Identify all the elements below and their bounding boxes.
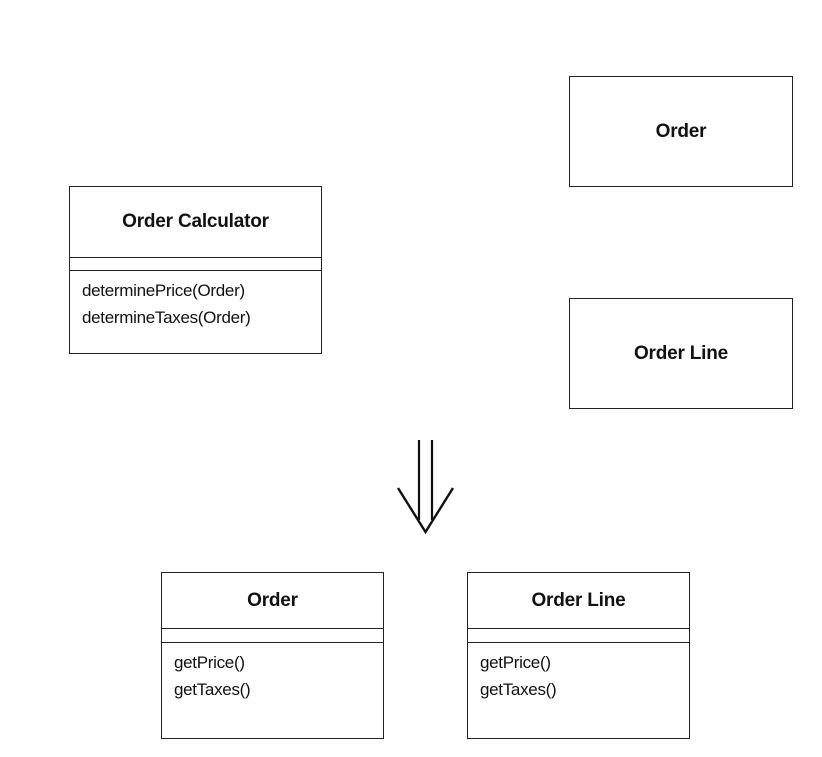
operation: getPrice()	[174, 653, 245, 672]
order-line-name-compartment: Order Line	[468, 573, 689, 629]
order-class-name: Order	[247, 589, 298, 611]
operation: getTaxes()	[480, 680, 557, 699]
operation: getTaxes()	[174, 680, 251, 699]
order-class: Order getPrice() getTaxes()	[161, 572, 384, 739]
order-line-operations-compartment: getPrice() getTaxes()	[468, 643, 689, 703]
order-calculator-operations-compartment: determinePrice(Order) determineTaxes(Ord…	[70, 271, 321, 331]
operation: determineTaxes(Order)	[82, 308, 251, 327]
order-attributes-compartment	[162, 629, 383, 643]
order-line-name: Order Line	[633, 342, 729, 364]
order-line-class-name: Order Line	[531, 589, 626, 611]
operation: getPrice()	[480, 653, 551, 672]
order-operations-compartment: getPrice() getTaxes()	[162, 643, 383, 703]
order-calculator-name: Order Calculator	[122, 211, 269, 232]
order-calculator-class: Order Calculator determinePrice(Order) d…	[69, 186, 322, 354]
order-line-class: Order Line getPrice() getTaxes()	[467, 572, 690, 739]
order-box: Order	[569, 76, 793, 187]
order-calculator-attributes-compartment	[70, 258, 321, 271]
double-down-arrow-icon	[396, 440, 455, 535]
order-name-compartment: Order	[162, 573, 383, 629]
order-name: Order	[655, 120, 707, 142]
operation: determinePrice(Order)	[82, 281, 245, 300]
order-line-box: Order Line	[569, 298, 793, 409]
order-calculator-name-compartment: Order Calculator	[70, 187, 321, 258]
order-line-attributes-compartment	[468, 629, 689, 643]
